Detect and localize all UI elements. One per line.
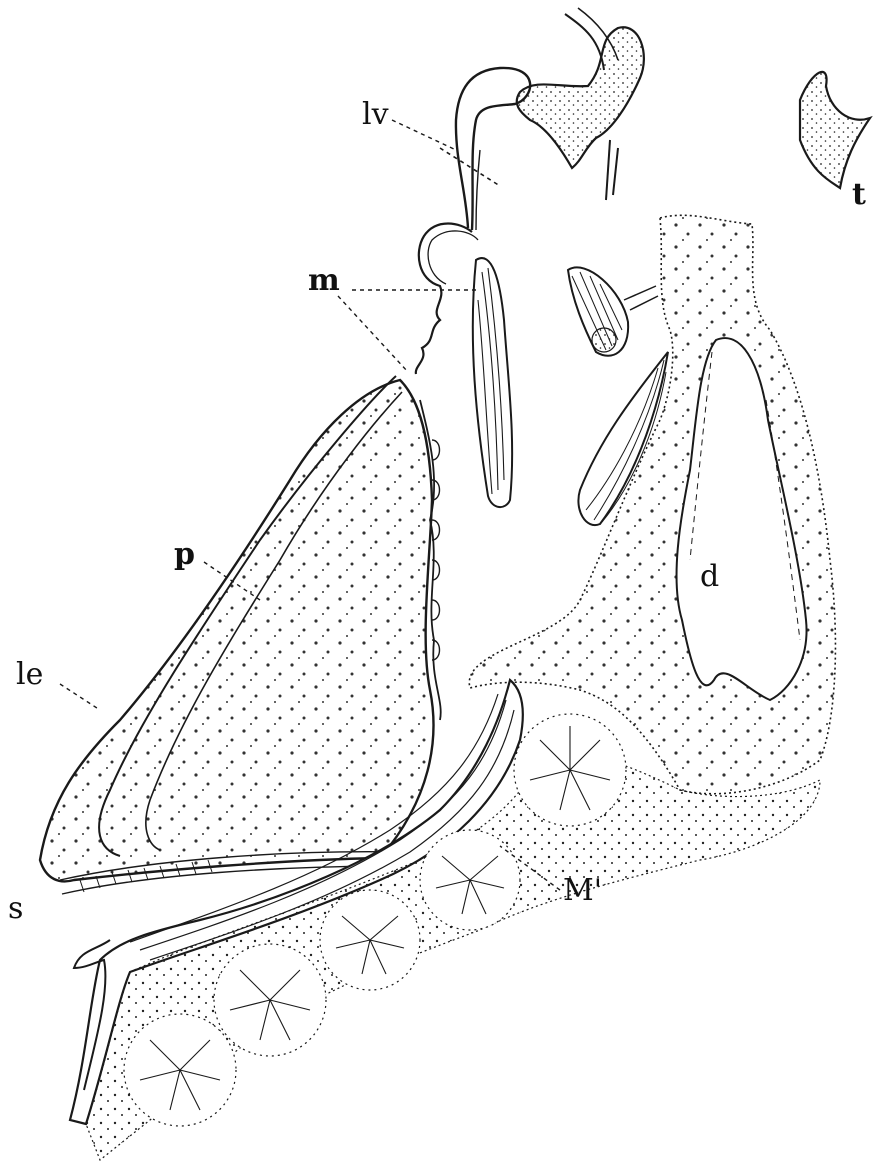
label-M-prime: M' <box>563 876 602 906</box>
label-t: t <box>852 180 866 210</box>
upper-tissue-mass <box>517 27 644 168</box>
label-s: s <box>8 894 23 924</box>
label-le: le <box>16 660 43 690</box>
label-m: m <box>308 266 340 296</box>
label-lv: lv <box>362 100 389 130</box>
label-d: d <box>700 562 719 592</box>
t-structure <box>800 72 870 188</box>
m-loop <box>416 224 472 375</box>
label-p: p <box>174 540 195 570</box>
m-muscle-bundle <box>473 258 512 507</box>
